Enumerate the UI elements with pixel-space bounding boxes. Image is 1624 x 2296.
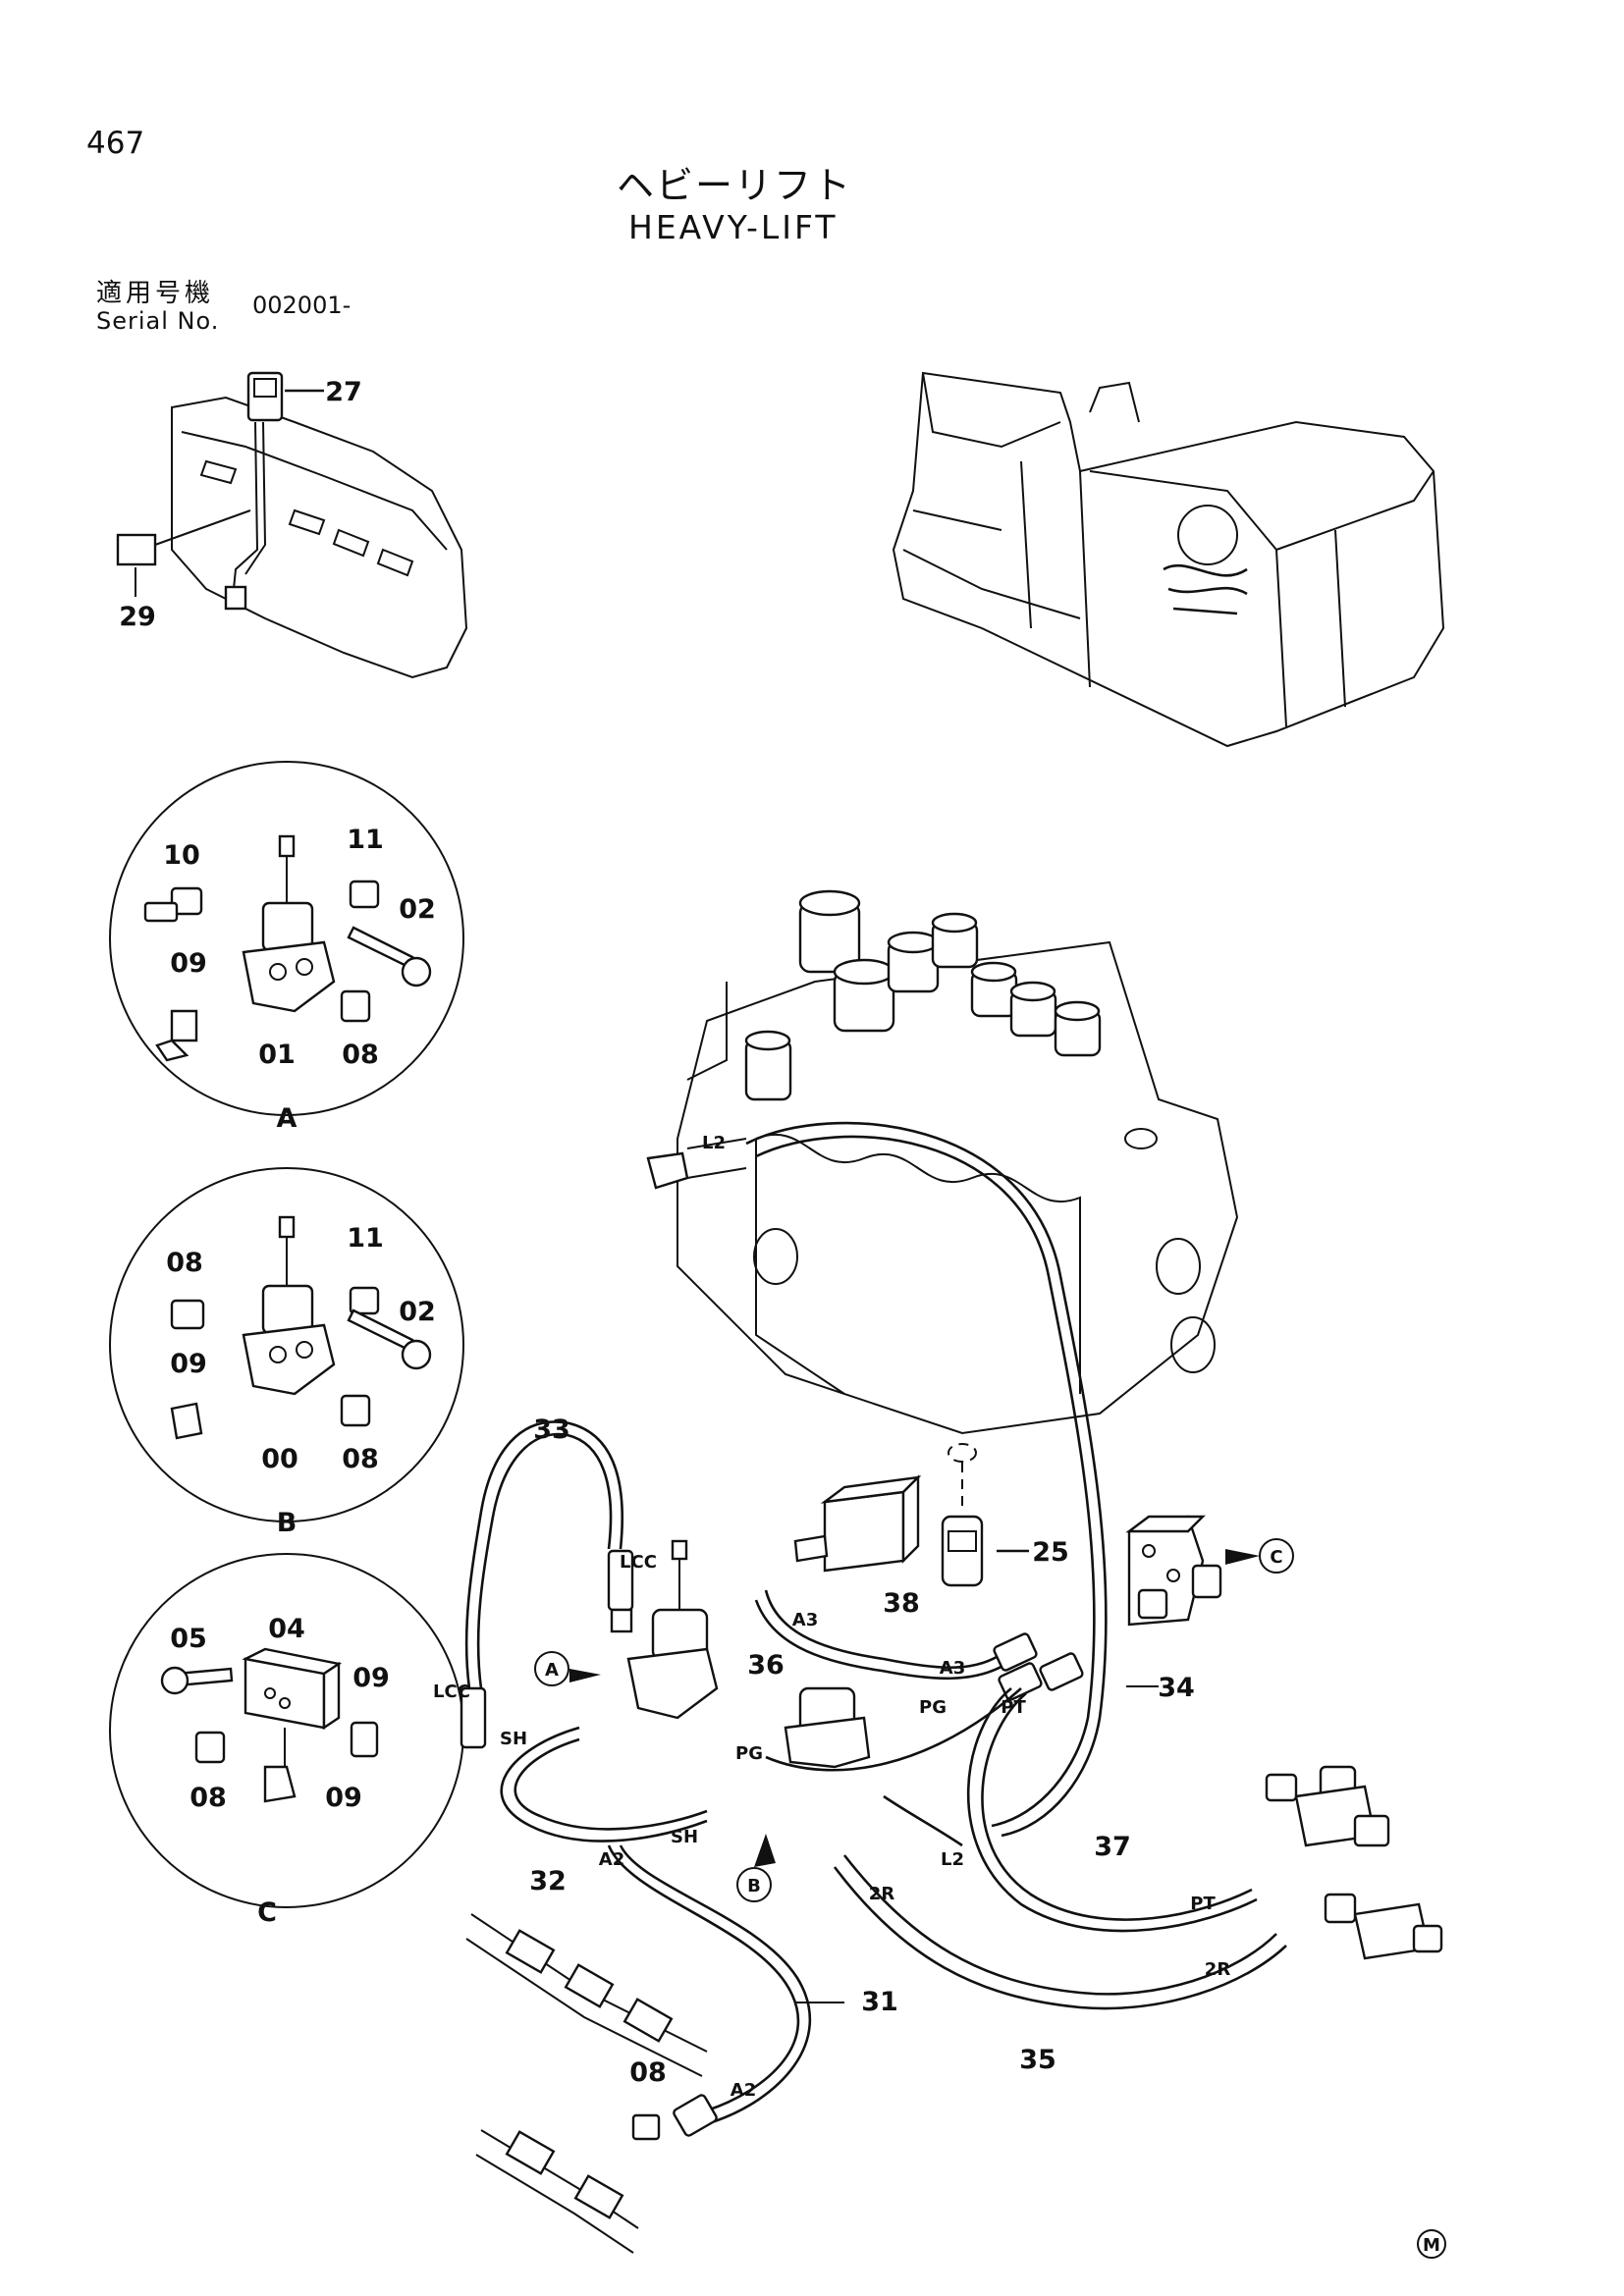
port-2r-right: 2R [1205, 1959, 1231, 1980]
detail-a-part-09: 09 [170, 948, 207, 979]
port-lcc-left: LCC [433, 1682, 470, 1702]
page-title: HEAVY-LIFT [628, 208, 839, 246]
marker-a [534, 1651, 601, 1686]
marker-c [1225, 1538, 1294, 1574]
hose-38 [764, 1589, 1002, 1670]
port-a2-lower: A2 [731, 2080, 756, 2101]
port-2r-left: 2R [869, 1884, 895, 1904]
detail-a-part-01: 01 [258, 1040, 296, 1070]
manifold-c [1125, 1515, 1222, 1627]
marker-a-label: A [545, 1660, 559, 1681]
hose-34 [745, 1121, 1108, 1838]
hose-l2 [883, 1794, 963, 1847]
logo-letter: M [1423, 2235, 1440, 2256]
detail-b-label: B [277, 1508, 298, 1538]
selector-valve-b [784, 1686, 871, 1769]
detail-a-part-10: 10 [163, 840, 200, 871]
callout-08-bottom: 08 [629, 2057, 667, 2088]
callout-29: 29 [119, 602, 156, 632]
hose-33 [464, 1420, 624, 1689]
detail-c-part-09: 09 [352, 1663, 390, 1693]
callout-25: 25 [1032, 1537, 1069, 1568]
pressure-switch-part-25 [941, 1515, 1029, 1587]
serial-label-japanese: 適用号機 [96, 279, 215, 308]
port-lcc-top: LCC [620, 1552, 657, 1573]
fitting-cluster [993, 1632, 1084, 1701]
valve-block-upper [793, 1474, 922, 1573]
detail-a-part-08: 08 [342, 1040, 379, 1070]
callout-27: 27 [325, 377, 362, 407]
hose-36 [765, 1687, 1022, 1772]
port-sh-left: SH [500, 1729, 527, 1749]
detail-c-part-04: 04 [268, 1614, 305, 1644]
marker-b-label: B [747, 1876, 761, 1896]
port-pg-left: PG [735, 1743, 763, 1764]
detail-a-part-02: 02 [399, 894, 436, 925]
marker-b [736, 1834, 776, 1902]
detail-b [109, 1167, 464, 1522]
hose-37 [966, 1686, 1258, 1933]
callout-34: 34 [1158, 1673, 1195, 1703]
detail-c-part-05: 05 [170, 1624, 207, 1654]
port-a3-left: A3 [792, 1610, 818, 1630]
port-l2-valve: L2 [702, 1133, 726, 1153]
hose-32 [500, 1726, 708, 1842]
page-number: 467 [86, 126, 145, 161]
port-pg-right: PG [919, 1697, 947, 1718]
port-l2-lower: L2 [941, 1849, 964, 1870]
callout-37: 37 [1094, 1832, 1131, 1862]
console-illustration [116, 371, 468, 679]
right-valve-assembly [1265, 1765, 1443, 1960]
control-valve [646, 889, 1239, 1512]
selector-valve-a [607, 1539, 719, 1720]
detail-c-part-08: 08 [189, 1783, 227, 1813]
port-a3-right: A3 [940, 1658, 965, 1679]
lower-piping [465, 1913, 708, 2254]
detail-a-part-11: 11 [347, 825, 384, 855]
detail-a-label: A [277, 1103, 298, 1134]
detail-b-part-11: 11 [347, 1223, 384, 1254]
detail-c-label: C [257, 1897, 277, 1928]
connector-icon [224, 585, 247, 611]
detail-c [109, 1553, 464, 1908]
hose-35 [842, 1854, 1277, 1996]
detail-a [109, 761, 464, 1116]
serial-label: Serial No. [96, 307, 220, 335]
port-a2-upper: A2 [599, 1849, 624, 1870]
callout-38: 38 [883, 1588, 920, 1619]
detail-b-part-08: 08 [166, 1248, 203, 1278]
label-plate-part-29 [116, 533, 157, 566]
callout-35: 35 [1019, 2045, 1056, 2075]
callout-32: 32 [529, 1866, 567, 1896]
detail-b-part-00: 00 [261, 1444, 298, 1474]
callout-31: 31 [861, 1987, 898, 2017]
detail-b-part-08b: 08 [342, 1444, 379, 1474]
machine-illustration [892, 371, 1445, 748]
callout-33: 33 [533, 1415, 570, 1445]
manufacturer-logo [1417, 2229, 1446, 2259]
detail-c-part-09b: 09 [325, 1783, 362, 1813]
detail-b-part-09: 09 [170, 1349, 207, 1379]
port-pt-lower: PT [1190, 1894, 1216, 1914]
serial-number-range: 002001- [252, 292, 352, 319]
callout-36: 36 [747, 1650, 785, 1681]
page-title-japanese: ヘビーリフト [617, 164, 853, 207]
detail-b-part-02: 02 [399, 1297, 436, 1327]
hose-31 [607, 1844, 800, 2112]
marker-c-label: C [1270, 1547, 1282, 1568]
port-sh-right: SH [671, 1827, 698, 1847]
